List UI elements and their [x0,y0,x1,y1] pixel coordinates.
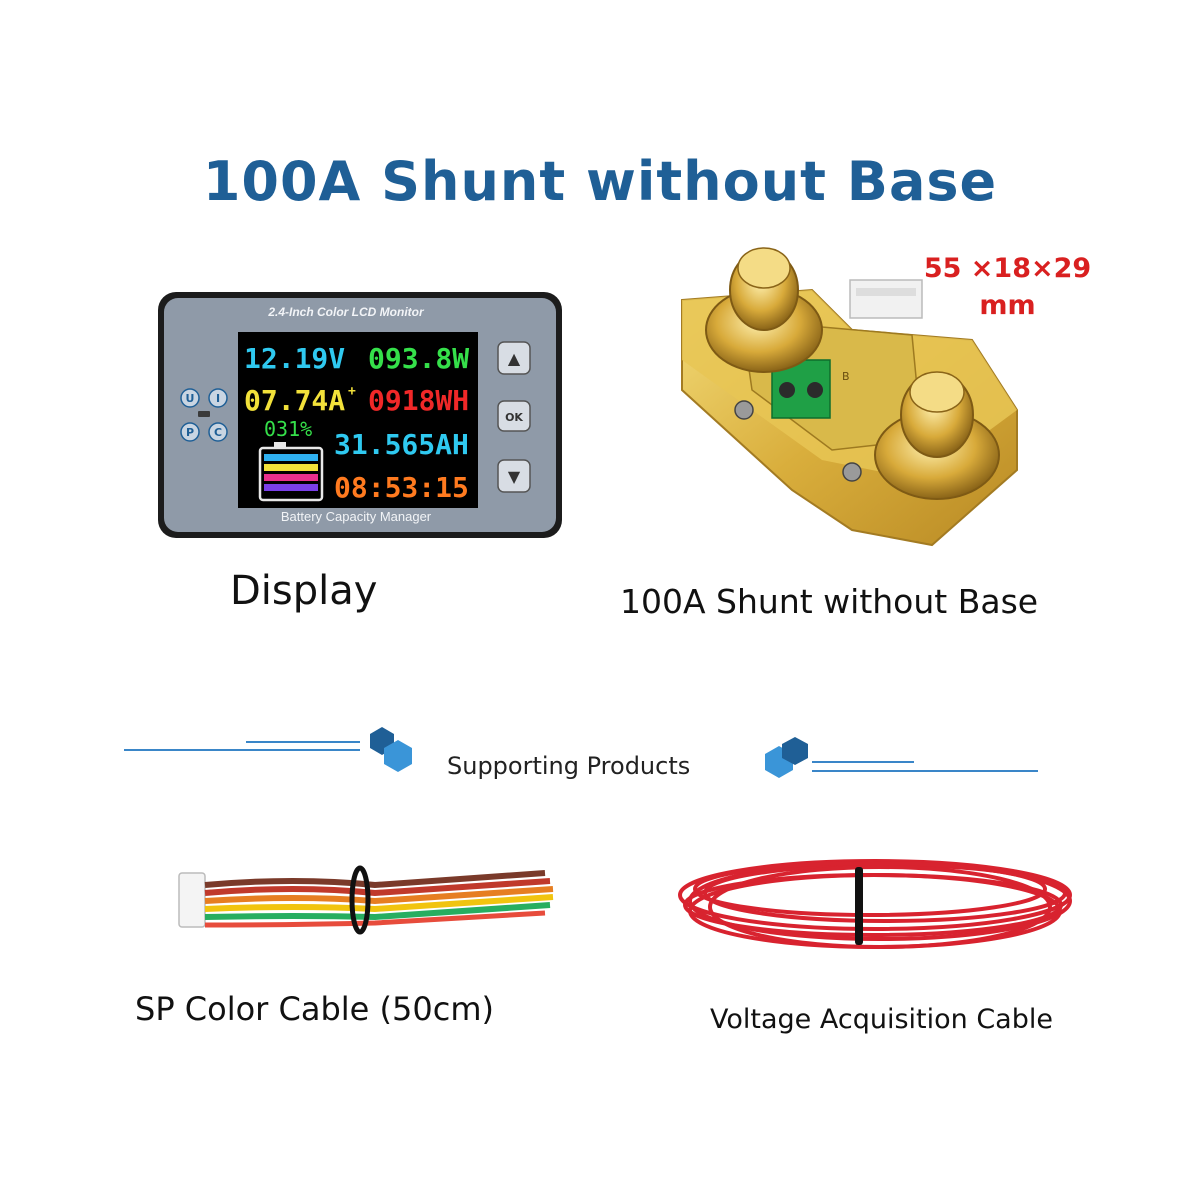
side-key-p: P [186,426,194,439]
dimension-unit: mm [979,290,1036,321]
time-reading: 08:53:15 [334,471,469,504]
shunt-image: B [681,247,1018,547]
color-cable-image [178,865,554,935]
supporting-divider [124,727,1038,778]
side-key-i: I [216,392,220,405]
color-cable-caption: SP Color Cable (50cm) [135,990,494,1028]
side-key-pad: U I P C [180,388,228,442]
side-key-c: C [214,426,222,439]
voltage-reading: 12.19V [244,342,345,375]
up-button[interactable]: ▲ [497,341,531,375]
hex-icon [782,737,808,765]
display-footer: Battery Capacity Manager [281,509,432,524]
bolt-right [874,371,1000,500]
ok-button[interactable]: OK [497,400,531,432]
terminal-label: B [842,370,850,383]
capacity-reading: 31.565AH [334,428,469,461]
down-button[interactable]: ▼ [497,459,531,493]
display-device: 2.4-Inch Color LCD Monitor 12.19V 093.8W… [158,292,562,538]
svg-text:▼: ▼ [508,467,521,486]
supporting-products-label: Supporting Products [447,752,691,780]
display-header: 2.4-Inch Color LCD Monitor [267,305,425,319]
percent-reading: 031% [264,417,312,441]
svg-text:OK: OK [505,411,523,424]
display-caption: Display [230,568,378,614]
svg-text:▲: ▲ [508,349,521,368]
shunt-caption: 100A Shunt without Base [620,582,1039,621]
page-title: 100A Shunt without Base [202,150,998,213]
current-reading: 07.74A [244,384,345,417]
shunt-dimensions: 55 ×18×29 mm [915,250,1100,324]
voltage-cable-caption: Voltage Acquisition Cable [710,1004,1053,1035]
battery-icon [258,442,324,502]
current-sign: + [348,384,356,399]
power-reading: 093.8W [368,342,469,375]
energy-reading: 0918WH [368,384,469,417]
voltage-cable-image [678,859,1072,949]
bolt-left [705,247,823,373]
hex-icon [384,740,412,772]
side-key-u: U [186,392,195,405]
dimension-values: 55 ×18×29 [923,253,1092,284]
